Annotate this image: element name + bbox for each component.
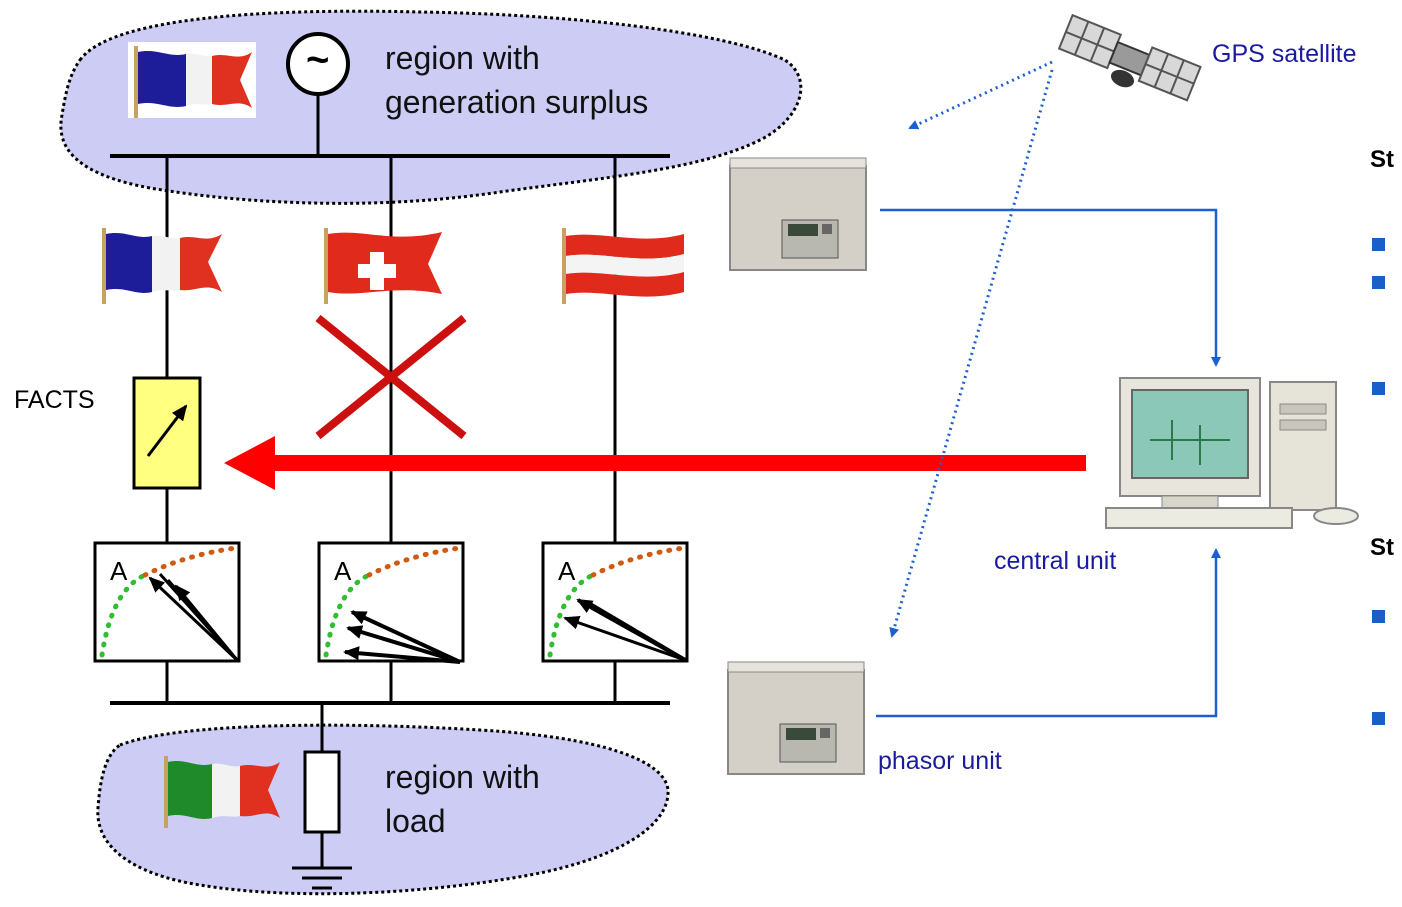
computer-icon — [1105, 377, 1359, 529]
bullet-upper-2 — [1372, 276, 1385, 289]
italy-flag-icon — [164, 756, 280, 828]
phasor-panel-3 — [541, 541, 689, 663]
bullet-upper-3 — [1372, 382, 1385, 395]
bullet-lower-2 — [1372, 712, 1385, 725]
facts-label: FACTS — [14, 386, 95, 414]
phasor-unit-icon — [729, 157, 867, 271]
switzerland-flag-icon — [324, 228, 442, 304]
central-unit-label: central unit — [994, 547, 1117, 575]
region-generation-title-2: generation surplus — [385, 84, 649, 120]
load-resistor — [303, 750, 341, 834]
phasor-axis-label-1: A — [110, 556, 128, 586]
region-load-title-2: load — [385, 803, 446, 839]
phasor-axis-label-3: A — [558, 556, 576, 586]
gps-link-top — [908, 60, 1053, 130]
france-flag-icon — [102, 228, 222, 304]
line-outage-cross — [315, 314, 467, 440]
france-flag-icon — [128, 42, 256, 118]
gps-link-bottom — [889, 69, 1054, 638]
phasor-axis-label-2: A — [334, 556, 352, 586]
region-load-title-1: region with — [385, 759, 540, 795]
phasor-unit-icon — [727, 661, 865, 775]
bullet-upper-1 — [1372, 238, 1385, 251]
ground-icon — [292, 832, 352, 890]
austria-flag-icon — [562, 228, 684, 304]
generator-symbol: ~ — [306, 38, 330, 82]
right-heading-1: St — [1370, 146, 1394, 173]
phasor-panel-1 — [93, 541, 241, 663]
phasor-unit-label: phasor unit — [878, 747, 1002, 775]
generator-icon — [286, 32, 350, 96]
satellite-icon — [1057, 13, 1202, 102]
right-heading-2: St — [1370, 534, 1394, 561]
region-generation-title-1: region with — [385, 40, 540, 76]
bullet-lower-1 — [1372, 610, 1385, 623]
gps-label: GPS satellite — [1212, 40, 1357, 68]
signal-bottom-unit — [876, 548, 1221, 718]
control-signal-arrow — [224, 436, 1086, 490]
facts-arrow — [146, 404, 188, 457]
signal-top-unit — [880, 208, 1221, 367]
phasor-panel-2 — [317, 541, 465, 664]
